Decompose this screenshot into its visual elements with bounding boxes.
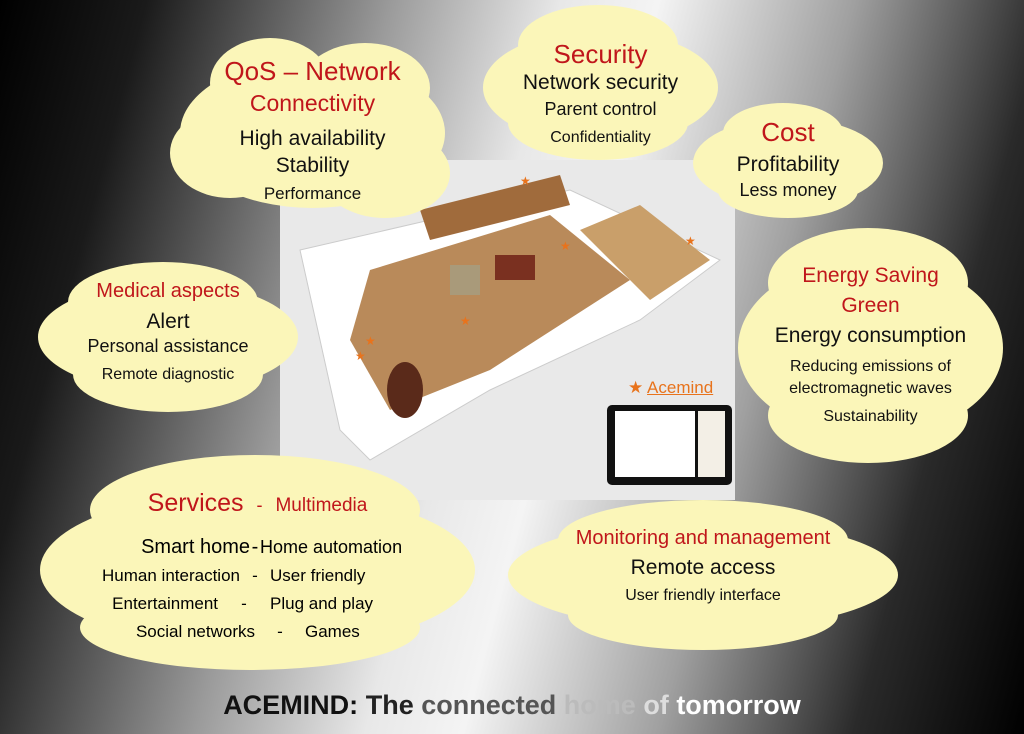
services-cloud: Services - Multimedia Smart home - Home … xyxy=(40,455,475,670)
cost-cloud: Cost Profitability Less money xyxy=(693,103,883,218)
qos-cloud: QoS – Network Connectivity High availabi… xyxy=(170,38,455,218)
cost-title: Cost xyxy=(761,117,815,147)
footer-title-part: The xyxy=(365,690,414,720)
energy-item: Energy consumption xyxy=(774,324,967,347)
footer-title-part: of xyxy=(643,690,669,720)
services-dash: - xyxy=(256,495,263,515)
services-title: Services xyxy=(147,489,244,517)
svg-text:★: ★ xyxy=(685,234,696,248)
cost-item: Profitability xyxy=(736,153,840,176)
medical-cloud: Medical aspects Alert Personal assistanc… xyxy=(38,262,298,412)
star-icon: ★ xyxy=(628,378,644,397)
security-item: Network security xyxy=(522,71,679,94)
security-title: Security xyxy=(553,39,648,69)
services-list: Smart home - Home automation Human inter… xyxy=(70,532,460,646)
svg-text:★: ★ xyxy=(520,174,531,188)
security-item: Confidentiality xyxy=(550,129,651,146)
svg-text:★: ★ xyxy=(355,349,366,363)
svg-text:★: ★ xyxy=(365,334,376,348)
medical-item: Alert xyxy=(146,310,190,333)
medical-title: Medical aspects xyxy=(96,280,240,302)
monitoring-title: Monitoring and management xyxy=(575,527,831,549)
services-subtitle: Multimedia xyxy=(275,495,368,516)
acemind-text: Acemind xyxy=(647,378,714,397)
footer-title: ACEMIND: The connected home of tomorrow xyxy=(0,690,1024,721)
services-row-right: Plug and play xyxy=(270,594,374,613)
footer-title-part: home xyxy=(563,690,636,720)
services-row-sep: - xyxy=(277,622,283,641)
services-row-right: Home automation xyxy=(260,536,403,557)
medical-item: Personal assistance xyxy=(87,336,249,356)
energy-title: Energy Saving xyxy=(802,264,939,287)
monitoring-item: User friendly interface xyxy=(625,587,781,604)
services-row-sep: - xyxy=(241,594,247,613)
footer-title-part: connected xyxy=(421,690,557,720)
qos-item: Performance xyxy=(263,184,362,203)
services-row: Human interaction - User friendly xyxy=(70,562,460,590)
services-row: Entertainment - Plug and play xyxy=(70,590,460,618)
medical-item: Remote diagnostic xyxy=(101,366,235,383)
energy-item: electromagnetic waves xyxy=(789,380,952,397)
qos-item: Stability xyxy=(275,154,350,177)
services-row: Social networks - Games xyxy=(70,618,460,646)
cost-item: Less money xyxy=(739,180,837,200)
security-item: Parent control xyxy=(544,99,657,119)
services-row-left: Social networks xyxy=(135,622,255,641)
energy-item: Reducing emissions of xyxy=(790,358,951,375)
services-row-left: Human interaction xyxy=(102,566,240,585)
energy-item: Sustainability xyxy=(823,408,918,425)
services-row-left: Smart home xyxy=(141,535,250,558)
svg-text:★: ★ xyxy=(460,314,471,328)
services-row-sep: - xyxy=(251,535,259,558)
services-heading: Services - Multimedia xyxy=(40,489,475,518)
energy-cloud: Energy Saving Green Energy consumption R… xyxy=(738,228,1003,463)
acemind-label: ★ Acemind xyxy=(628,378,713,398)
monitoring-cloud: Monitoring and management Remote access … xyxy=(508,500,898,650)
qos-subtitle: Connectivity xyxy=(249,90,376,116)
qos-item: High availability xyxy=(239,127,386,150)
qos-title: QoS – Network xyxy=(224,56,401,86)
energy-subtitle: Green xyxy=(841,294,900,317)
services-row: Smart home - Home automation xyxy=(70,532,460,562)
tablet-image xyxy=(607,405,732,485)
svg-text:★: ★ xyxy=(560,239,571,253)
services-row-sep: - xyxy=(252,566,258,585)
floorplan-illustration: ★ ★ ★ ★ ★ ★ xyxy=(299,174,721,461)
monitoring-item: Remote access xyxy=(630,556,776,579)
house-floorplan-image: ★ ★ ★ ★ ★ ★ ★ Acemind xyxy=(280,160,735,500)
services-row-right: User friendly xyxy=(270,566,366,585)
services-row-left: Entertainment xyxy=(112,594,218,613)
services-row-right: Games xyxy=(305,622,360,641)
security-cloud: Security Network security Parent control… xyxy=(478,5,723,160)
footer-title-part: ACEMIND: xyxy=(223,690,359,720)
footer-title-part: tomorrow xyxy=(676,690,801,720)
